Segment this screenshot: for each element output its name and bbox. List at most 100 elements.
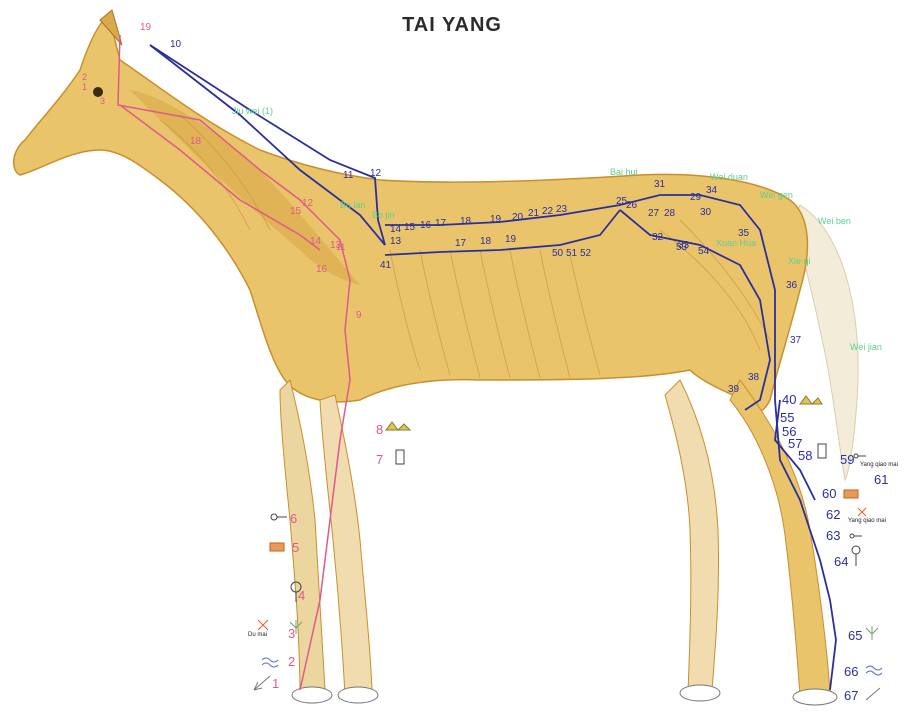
cross-icon xyxy=(258,620,268,630)
blue-point-34: 34 xyxy=(706,185,718,196)
green-xie-qi: Xie qi xyxy=(788,256,811,266)
blue-point-40: 40 xyxy=(782,392,796,407)
tree-icon-2 xyxy=(852,546,860,566)
blue-point-41: 41 xyxy=(380,260,392,271)
front-leg-left xyxy=(280,380,325,695)
green-wei-ben: Wei ben xyxy=(818,216,851,226)
label-du-mai: Du mai xyxy=(248,632,267,638)
green-wei-gen: Wei gen xyxy=(760,190,793,200)
blue-point-28: 28 xyxy=(664,208,676,219)
pink-small-3: 3 xyxy=(100,96,105,106)
blue-point-18b: 18 xyxy=(480,236,492,247)
pink-point-16: 16 xyxy=(316,264,328,275)
blue-point-60: 60 xyxy=(822,486,836,501)
blue-point-50: 50 xyxy=(552,248,564,259)
fire-icon-2 xyxy=(844,490,858,498)
blue-point-63: 63 xyxy=(826,528,840,543)
blue-point-12: 12 xyxy=(370,168,382,179)
blue-point-19b: 19 xyxy=(505,234,517,245)
blue-point-62: 62 xyxy=(826,507,840,522)
front-leg-right xyxy=(320,395,372,695)
water-icon-2 xyxy=(866,666,882,675)
pink-point-4: 4 xyxy=(298,588,305,603)
pink-point-13: 13 xyxy=(330,240,342,251)
horse-illustration xyxy=(14,10,858,705)
green-xuan-hua: Xuan Hua xyxy=(716,238,756,248)
key-icon-2 xyxy=(854,454,866,458)
blue-point-17b: 17 xyxy=(455,238,467,249)
blue-point-61: 61 xyxy=(874,472,888,487)
pink-point-9: 9 xyxy=(356,310,362,321)
blue-point-26: 26 xyxy=(626,200,638,211)
blue-point-58: 58 xyxy=(798,448,812,463)
pink-point-2: 2 xyxy=(288,654,295,669)
pink-point-8: 8 xyxy=(376,422,383,437)
green-wei-duan: Wei duan xyxy=(710,172,748,182)
green-bo-jin: Bo jin xyxy=(372,210,395,220)
blue-point-67: 67 xyxy=(844,688,858,703)
blue-point-51: 51 xyxy=(566,248,578,259)
key-icon xyxy=(271,514,287,520)
hind-leg-right xyxy=(730,380,830,695)
horse-body xyxy=(14,15,808,412)
green-jiu-wei: Jiu wei (1) xyxy=(232,106,273,116)
blue-point-19a: 19 xyxy=(490,214,502,225)
pink-point-19: 19 xyxy=(140,22,152,33)
green-wei-jian: Wei jian xyxy=(850,342,882,352)
arrow-icon xyxy=(254,676,270,690)
pink-point-3: 3 xyxy=(288,626,295,641)
blue-point-22: 22 xyxy=(542,206,554,217)
blue-point-20: 20 xyxy=(512,212,524,223)
blue-point-14: 14 xyxy=(390,224,402,235)
pink-small-2: 2 xyxy=(82,72,87,82)
blue-point-59: 59 xyxy=(840,452,854,467)
green-bo-lan: Bo lan xyxy=(340,200,366,210)
cross-icon-2 xyxy=(858,508,866,516)
door-icon xyxy=(396,450,404,464)
hind-leg-left xyxy=(665,380,719,692)
plant-icon-2 xyxy=(866,626,878,640)
blue-point-65: 65 xyxy=(848,628,862,643)
blue-point-16: 16 xyxy=(420,220,432,231)
blue-point-18a: 18 xyxy=(460,216,472,227)
blue-point-29: 29 xyxy=(690,192,702,203)
blue-point-23: 23 xyxy=(556,204,568,215)
pink-point-15: 15 xyxy=(290,206,302,217)
blue-point-55: 55 xyxy=(780,410,794,425)
blue-point-17a: 17 xyxy=(435,218,447,229)
blue-point-30: 30 xyxy=(700,207,712,218)
blue-point-15: 15 xyxy=(404,222,416,233)
blue-point-13: 13 xyxy=(390,236,402,247)
blue-point-37: 37 xyxy=(790,335,802,346)
blue-point-31: 31 xyxy=(654,179,666,190)
fire-icon xyxy=(270,543,284,551)
blue-point-36: 36 xyxy=(786,280,798,291)
blue-point-11: 11 xyxy=(343,170,354,181)
door-icon-2 xyxy=(818,444,826,458)
mountain-icon-2 xyxy=(800,396,822,404)
label-yang-qiao-mai-2: Yang qiao mai xyxy=(848,518,886,524)
blue-point-10: 10 xyxy=(170,39,182,50)
arrow-icon-2 xyxy=(866,688,880,700)
blue-point-27: 27 xyxy=(648,208,660,219)
pink-point-6: 6 xyxy=(290,511,297,526)
key-icon-3 xyxy=(850,534,862,538)
blue-point-64: 64 xyxy=(834,554,848,569)
pink-point-12: 12 xyxy=(302,198,314,209)
green-bai-hui: Bai hui xyxy=(610,167,638,177)
pink-point-7: 7 xyxy=(376,452,383,467)
pink-point-5: 5 xyxy=(292,540,299,555)
blue-point-66: 66 xyxy=(844,664,858,679)
blue-point-39: 39 xyxy=(728,384,740,395)
blue-point-32: 32 xyxy=(652,232,664,243)
blue-point-38: 38 xyxy=(748,372,760,383)
mountain-icon xyxy=(386,422,410,430)
label-yang-qiao-mai-1: Yang qiao mai xyxy=(860,462,898,468)
water-icon xyxy=(262,658,278,667)
pink-point-1: 1 xyxy=(272,676,279,691)
pink-point-14: 14 xyxy=(310,236,322,247)
blue-point-21: 21 xyxy=(528,208,540,219)
blue-point-53: 53 xyxy=(676,242,688,253)
blue-point-52: 52 xyxy=(580,248,592,259)
